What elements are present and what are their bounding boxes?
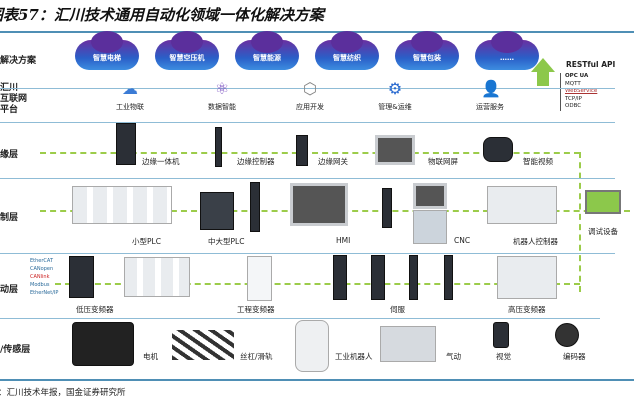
figure-title: 图表57：汇川技术通用自动化领域一体化解决方案: [0, 6, 324, 24]
drive-item-label: 伺服: [390, 305, 405, 314]
edge-gateway-device: [296, 135, 308, 166]
platform-item-service: 👤运营服务: [476, 79, 504, 112]
drive-item-label: 高压变频器: [508, 305, 546, 314]
high-voltage-inverter-device: [497, 256, 557, 299]
edge-bus-line: [40, 152, 580, 154]
cube-gear-icon: ⬡: [303, 79, 317, 98]
platform-item-ops: ⚙管理&运维: [378, 79, 412, 112]
layer-label-solutions: 解决方案: [0, 56, 37, 66]
robot-controller-device: [487, 186, 557, 224]
platform-label-line: 互联网: [0, 94, 28, 104]
edge-item-label: 物联网屏: [428, 157, 458, 166]
servo-drive-device: [409, 255, 418, 300]
cloud-network-icon: ☁: [122, 79, 138, 98]
atom-icon: ⚛: [214, 79, 230, 98]
layer-label-control: 制层: [0, 213, 19, 223]
hmi-device: [290, 183, 348, 226]
control-item-label: CNC: [454, 236, 471, 245]
large-plc-device: [200, 192, 234, 230]
sensor-item-label: 编码器: [563, 352, 586, 361]
cloud-smart-energy: 智慧能源: [235, 31, 299, 70]
divider: [0, 88, 615, 89]
engineering-inverter-device: [247, 256, 272, 301]
up-arrow-shaft: [537, 72, 549, 86]
cloud-smart-packaging: 智慧包装: [395, 31, 459, 70]
user-service-icon: 👤: [481, 79, 501, 98]
cnc-panel-device: [413, 210, 447, 244]
platform-item-dev: ⬡应用开发: [296, 79, 324, 112]
drive-item-label: 低压变频器: [76, 305, 114, 314]
servo-drive-device: [333, 255, 347, 300]
pneumatic-device: [380, 326, 436, 362]
drive-bus-line: [55, 283, 580, 285]
cloud-smart-textile: 智慧纺织: [315, 31, 379, 70]
edge-all-in-one-device: [116, 123, 136, 165]
up-arrow-icon: [531, 58, 555, 72]
servo-drive-device: [371, 255, 385, 300]
edge-item-label: 边缘一体机: [142, 157, 180, 166]
divider: [0, 318, 600, 319]
sensor-item-label: 工业机器人: [335, 352, 373, 361]
sensor-item-label: 电机: [143, 352, 158, 361]
cloud-more: ……: [475, 31, 539, 70]
restful-api-label: RESTful API: [566, 60, 616, 69]
edge-controller-device: [215, 127, 222, 167]
smart-camera-device: [483, 137, 513, 162]
control-item-label: HMI: [336, 236, 351, 245]
edge-item-label: 边缘控制器: [237, 157, 275, 166]
encoder-device: [555, 323, 579, 347]
layer-label-drive: 动层: [0, 285, 19, 295]
protocol-item: ODBC: [565, 103, 582, 109]
protocol-item: WebService: [565, 88, 598, 94]
motor-device: [72, 322, 134, 366]
industrial-robot-device: [295, 320, 329, 372]
inverter-modules: [124, 257, 190, 297]
bus-protocol-item: EtherNet/IP: [30, 290, 59, 296]
layer-label-edge: 缘层: [0, 150, 19, 160]
drive-item-label: 工程变频器: [237, 305, 275, 314]
divider: [0, 122, 615, 123]
servo-controller-device: [382, 188, 392, 228]
bottom-rule: [0, 379, 634, 381]
bus-protocol-item: CANlink: [30, 274, 50, 280]
edge-item-label: 智能视频: [523, 157, 553, 166]
platform-label-line: 平台: [0, 105, 19, 115]
bus-protocol-item: CANopen: [30, 266, 54, 272]
gear-wrench-icon: ⚙: [387, 79, 403, 98]
sensor-item-label: 视觉: [496, 352, 511, 361]
protocol-item: OPC UA: [565, 73, 589, 79]
low-voltage-inverter-device: [69, 256, 94, 298]
protocol-list: OPC UA MQTT WebService TCP/IP ODBC: [560, 73, 597, 111]
cloud-smart-compressor: 智慧空压机: [155, 31, 219, 70]
cnc-screen-device: [413, 183, 447, 209]
vision-camera-device: [493, 322, 509, 348]
ball-screw-rails: [172, 330, 234, 360]
divider: [0, 253, 615, 254]
bus-protocol-item: Modbus: [30, 282, 50, 288]
servo-drive-device: [444, 255, 453, 300]
control-item-label: 机器人控制器: [513, 237, 558, 246]
bus-protocol-item: EtherCAT: [30, 258, 53, 264]
platform-item-iot: ☁工业物联: [116, 79, 144, 112]
protocol-item: MQTT: [565, 80, 581, 87]
sensor-item-label: 丝杠/滑轨: [240, 352, 273, 361]
control-item-label: 小型PLC: [132, 237, 161, 246]
platform-item-data: ⚛数据智能: [208, 79, 236, 112]
bus-protocol-list: EtherCAT CANopen CANlink Modbus EtherNet…: [30, 257, 58, 297]
vertical-bus-line: [579, 152, 581, 292]
control-item-label: 中大型PLC: [208, 237, 245, 246]
iot-screen-device: [375, 135, 415, 165]
protocol-item: TCP/IP: [565, 95, 582, 102]
layer-label-sensor: /传感层: [0, 345, 31, 355]
top-rule: [0, 31, 634, 33]
small-plc-device: [72, 186, 172, 224]
sensor-item-label: 气动: [446, 352, 461, 361]
source-note: ：汇川技术年报，国金证券研究所: [0, 388, 126, 398]
divider: [0, 178, 615, 179]
cloud-smart-elevator: 智慧电梯: [75, 31, 139, 70]
large-plc-module: [250, 182, 260, 232]
debug-device-label: 调试设备: [588, 227, 618, 236]
laptop-icon: [585, 190, 621, 214]
edge-item-label: 边缘网关: [318, 157, 348, 166]
